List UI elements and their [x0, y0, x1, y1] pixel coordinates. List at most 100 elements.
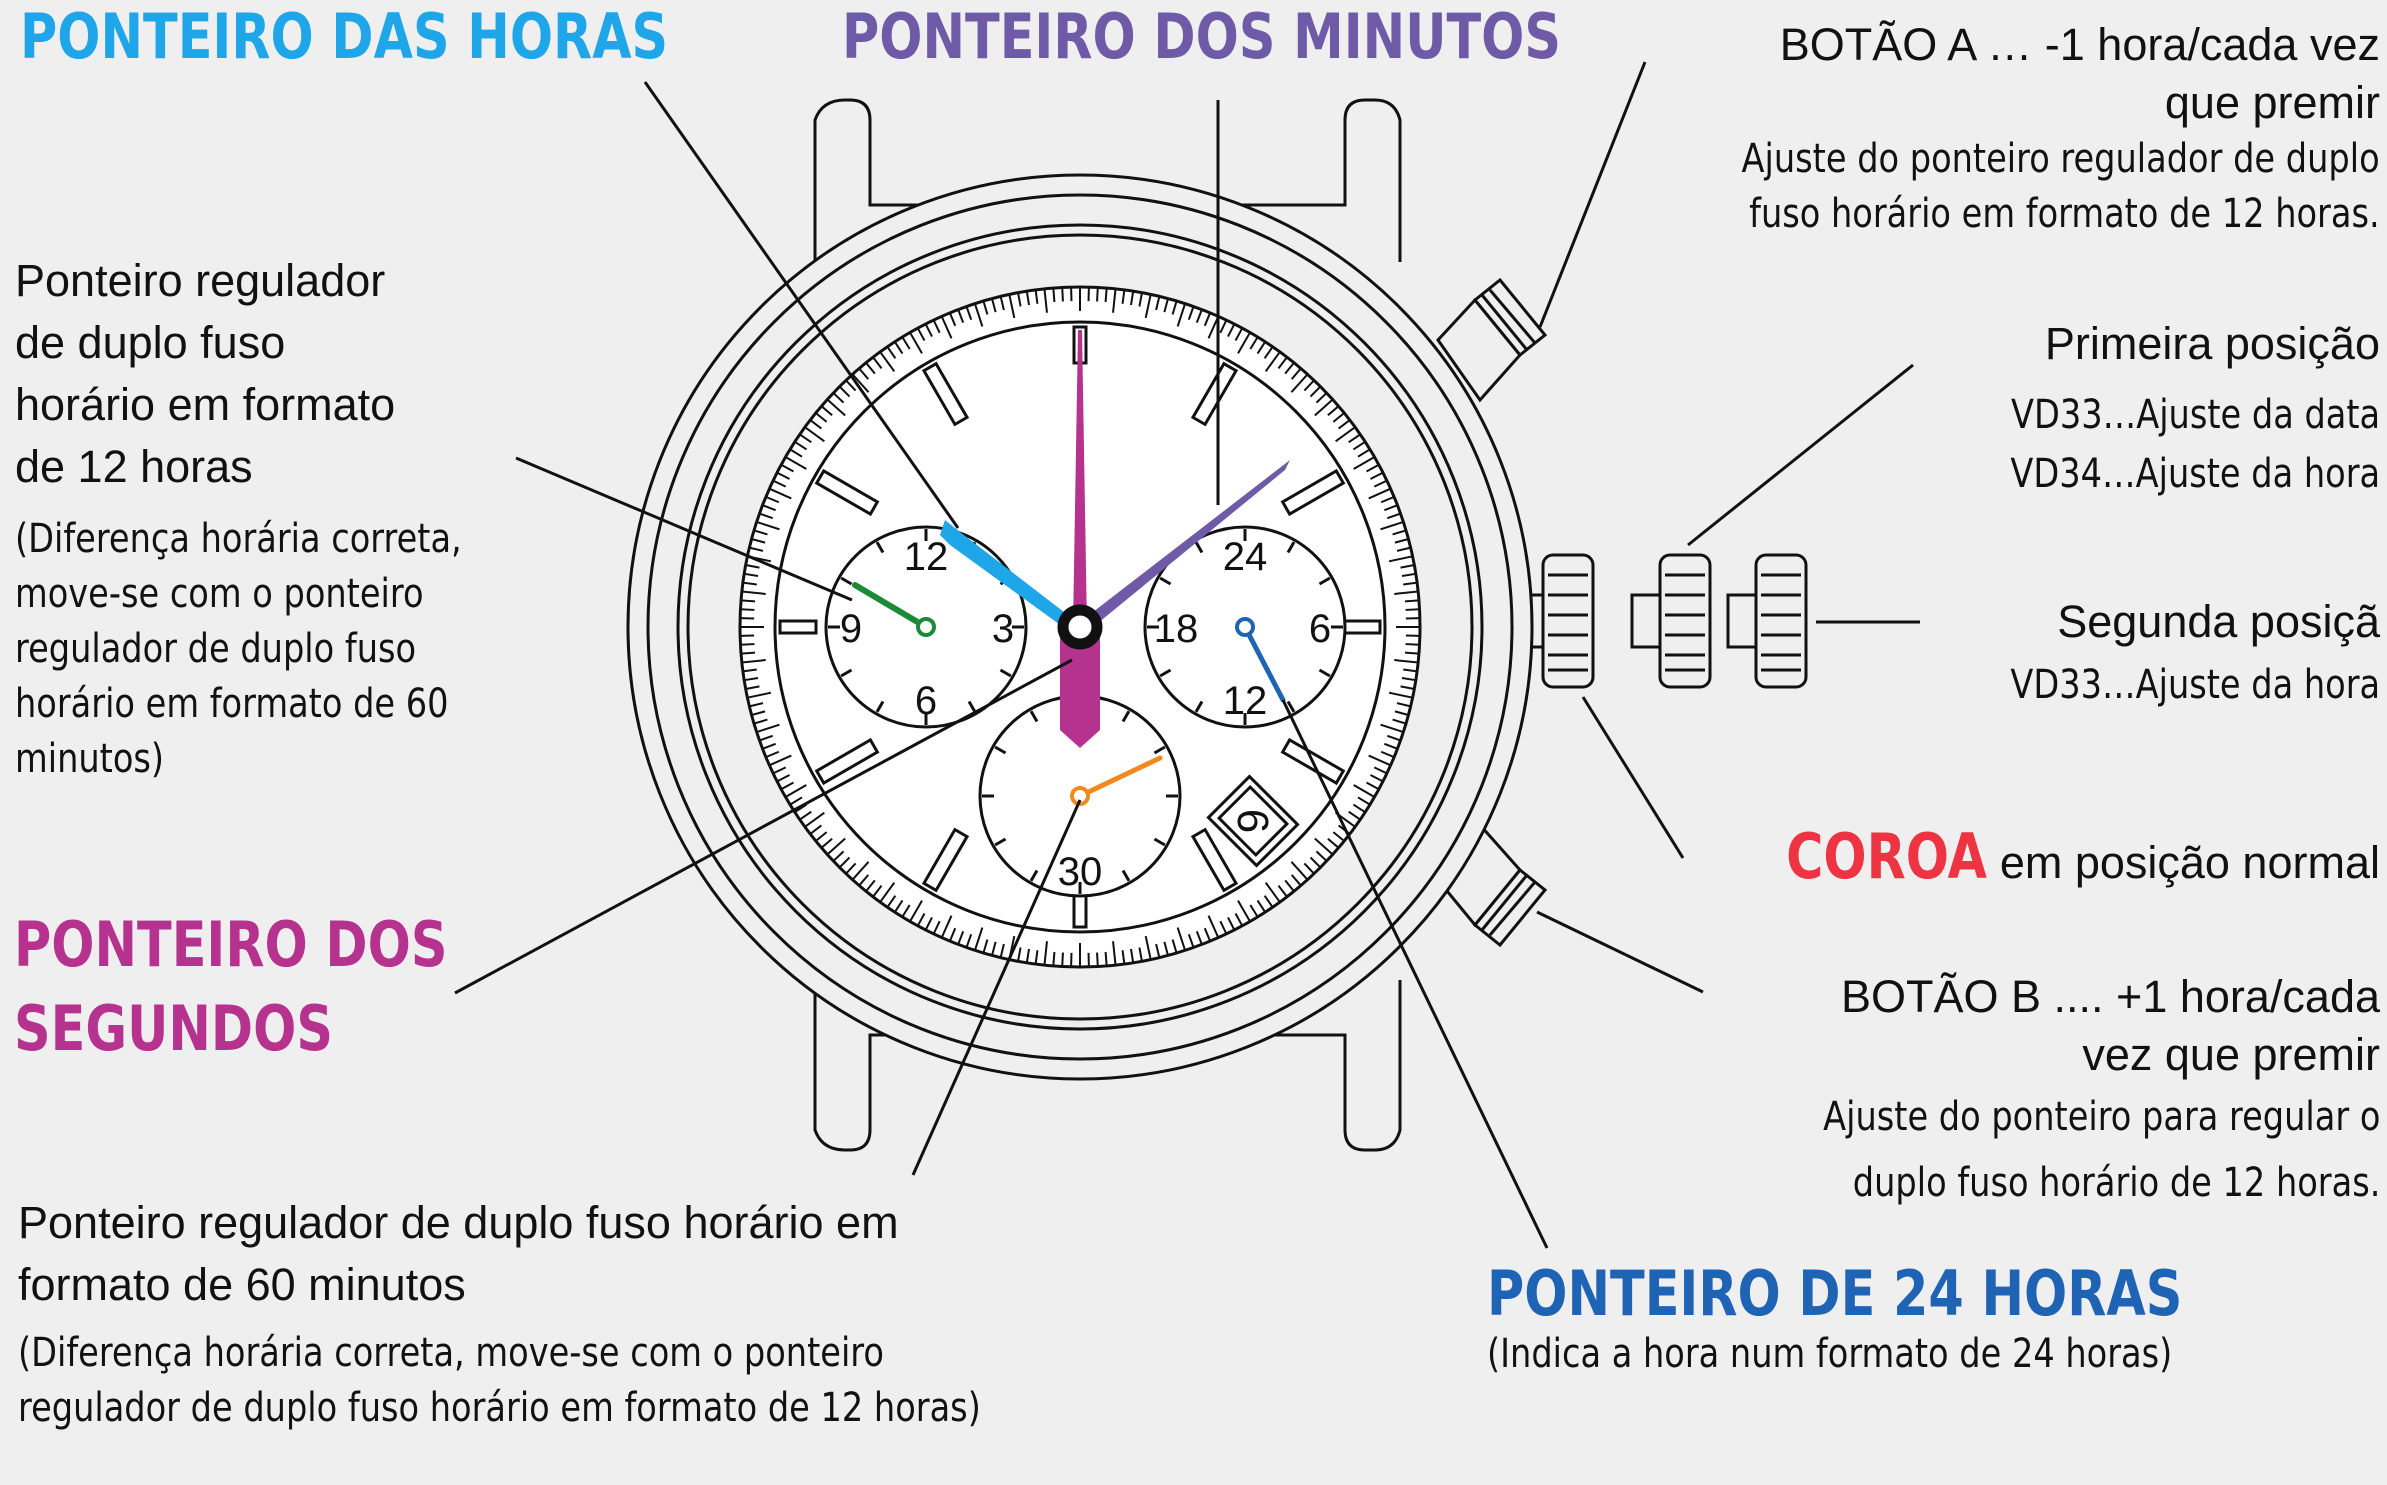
minute-tick	[804, 426, 825, 443]
minute-tick	[1176, 303, 1187, 327]
minute-tick	[1327, 837, 1340, 849]
minute-tick	[1234, 327, 1244, 341]
minute-tick	[765, 750, 780, 759]
minute-tick	[1017, 292, 1022, 307]
minute-tick	[1400, 564, 1415, 569]
minute-tick	[772, 479, 787, 488]
subdial-tick	[1029, 710, 1039, 723]
subdial-tick	[1153, 745, 1166, 755]
minute-tick	[1392, 529, 1407, 536]
crown-first-position[interactable]	[1630, 553, 1712, 689]
minute-tick	[1353, 784, 1375, 798]
minute-tick	[1155, 943, 1161, 958]
minute-tick	[1352, 803, 1366, 814]
minute-tick	[740, 651, 756, 655]
minute-tick	[932, 920, 941, 935]
subdial-tick	[999, 668, 1012, 678]
minute-tick	[751, 710, 766, 716]
minute-tick	[768, 754, 792, 767]
subdial-tick	[840, 668, 853, 678]
minute-tick	[1348, 433, 1361, 444]
minute-tick	[1315, 850, 1328, 862]
minute-tick	[740, 643, 755, 646]
button-a[interactable]	[1436, 277, 1548, 403]
minute-tick	[1373, 766, 1388, 775]
minute-tick	[1096, 287, 1099, 302]
minute-tick	[745, 685, 760, 690]
minute-tick	[1155, 296, 1161, 311]
minute-tick	[845, 379, 857, 392]
minute-tick	[991, 941, 997, 956]
minute-tick	[1368, 487, 1392, 500]
minute-tick	[858, 367, 870, 380]
minute-tick	[965, 933, 973, 948]
subdial-left-6: 6	[915, 679, 937, 723]
minute-tick	[742, 581, 757, 586]
minute-tick	[916, 327, 926, 341]
subdial-right-6: 6	[1309, 607, 1331, 651]
hour-marker	[814, 468, 880, 517]
minute-tick	[982, 300, 989, 315]
minute-tick	[1249, 904, 1259, 918]
minute-tick	[1144, 935, 1152, 960]
hour-marker	[921, 827, 970, 893]
subdial-bottom-30: 30	[1058, 850, 1103, 894]
minute-tick	[1303, 379, 1315, 392]
minute-tick	[1380, 520, 1404, 531]
minute-tick	[762, 504, 777, 512]
minute-tick	[1309, 856, 1322, 869]
minute-tick	[909, 900, 923, 922]
minute-tick	[1112, 941, 1117, 966]
hour-marker	[1280, 468, 1346, 517]
minute-tick	[1234, 913, 1244, 927]
minute-tick	[1284, 362, 1295, 375]
minute-tick	[799, 433, 812, 444]
minute-tick	[1314, 837, 1334, 856]
minute-tick	[1207, 915, 1220, 939]
minute-tick	[948, 312, 957, 327]
crown-second-position[interactable]	[1726, 553, 1808, 689]
minute-tick	[1025, 291, 1030, 306]
minute-tick	[745, 564, 760, 569]
subdial-tick	[1159, 576, 1172, 586]
minute-tick	[901, 904, 911, 918]
label-dual12-note: (Diferença horária correta, move-se com …	[15, 516, 462, 782]
minute-tick	[1277, 885, 1288, 898]
label-second-hand: PONTEIRO DOS SEGUNDOS	[14, 908, 448, 1065]
minute-tick	[815, 831, 828, 842]
label-first-position-title: Primeira posição	[2044, 318, 2380, 369]
label-dual60-note: (Diferença horária correta, move-se com …	[18, 1330, 981, 1431]
label-button-b-title: BOTÃO B .... +1 hora/cada vez que premir	[1840, 971, 2380, 1080]
minute-tick	[820, 405, 833, 417]
subdial-tick	[1286, 541, 1296, 554]
minute-tick	[1370, 774, 1384, 783]
minute-tick	[1017, 947, 1022, 962]
date-window	[1206, 774, 1300, 868]
minute-tick	[1264, 351, 1281, 372]
center-pinion	[1057, 604, 1103, 650]
minute-tick	[785, 784, 807, 798]
minute-tick	[1121, 289, 1126, 304]
minute-tick	[759, 512, 774, 520]
minute-tick	[851, 373, 870, 393]
minute-tick	[1263, 895, 1274, 908]
subdial-tick	[1194, 541, 1204, 554]
minute-tick	[1404, 599, 1420, 603]
hour-hand	[940, 520, 1077, 632]
minute-tick	[948, 927, 957, 942]
minute-tick	[780, 781, 794, 791]
minute-tick	[1219, 319, 1228, 334]
minute-tick	[1195, 309, 1203, 324]
minute-tick	[776, 774, 790, 783]
minute-tick	[776, 471, 790, 480]
minute-tick	[1368, 754, 1392, 767]
subdial-tick	[875, 700, 885, 713]
subdial-tick	[1159, 668, 1172, 678]
minute-tick	[991, 298, 997, 313]
minute-tick	[749, 702, 764, 708]
minute-tick	[845, 862, 857, 875]
minute-tick	[1338, 419, 1351, 430]
hour-marker	[814, 737, 880, 786]
hour-marker	[1190, 361, 1239, 427]
hour-marker	[921, 361, 970, 427]
